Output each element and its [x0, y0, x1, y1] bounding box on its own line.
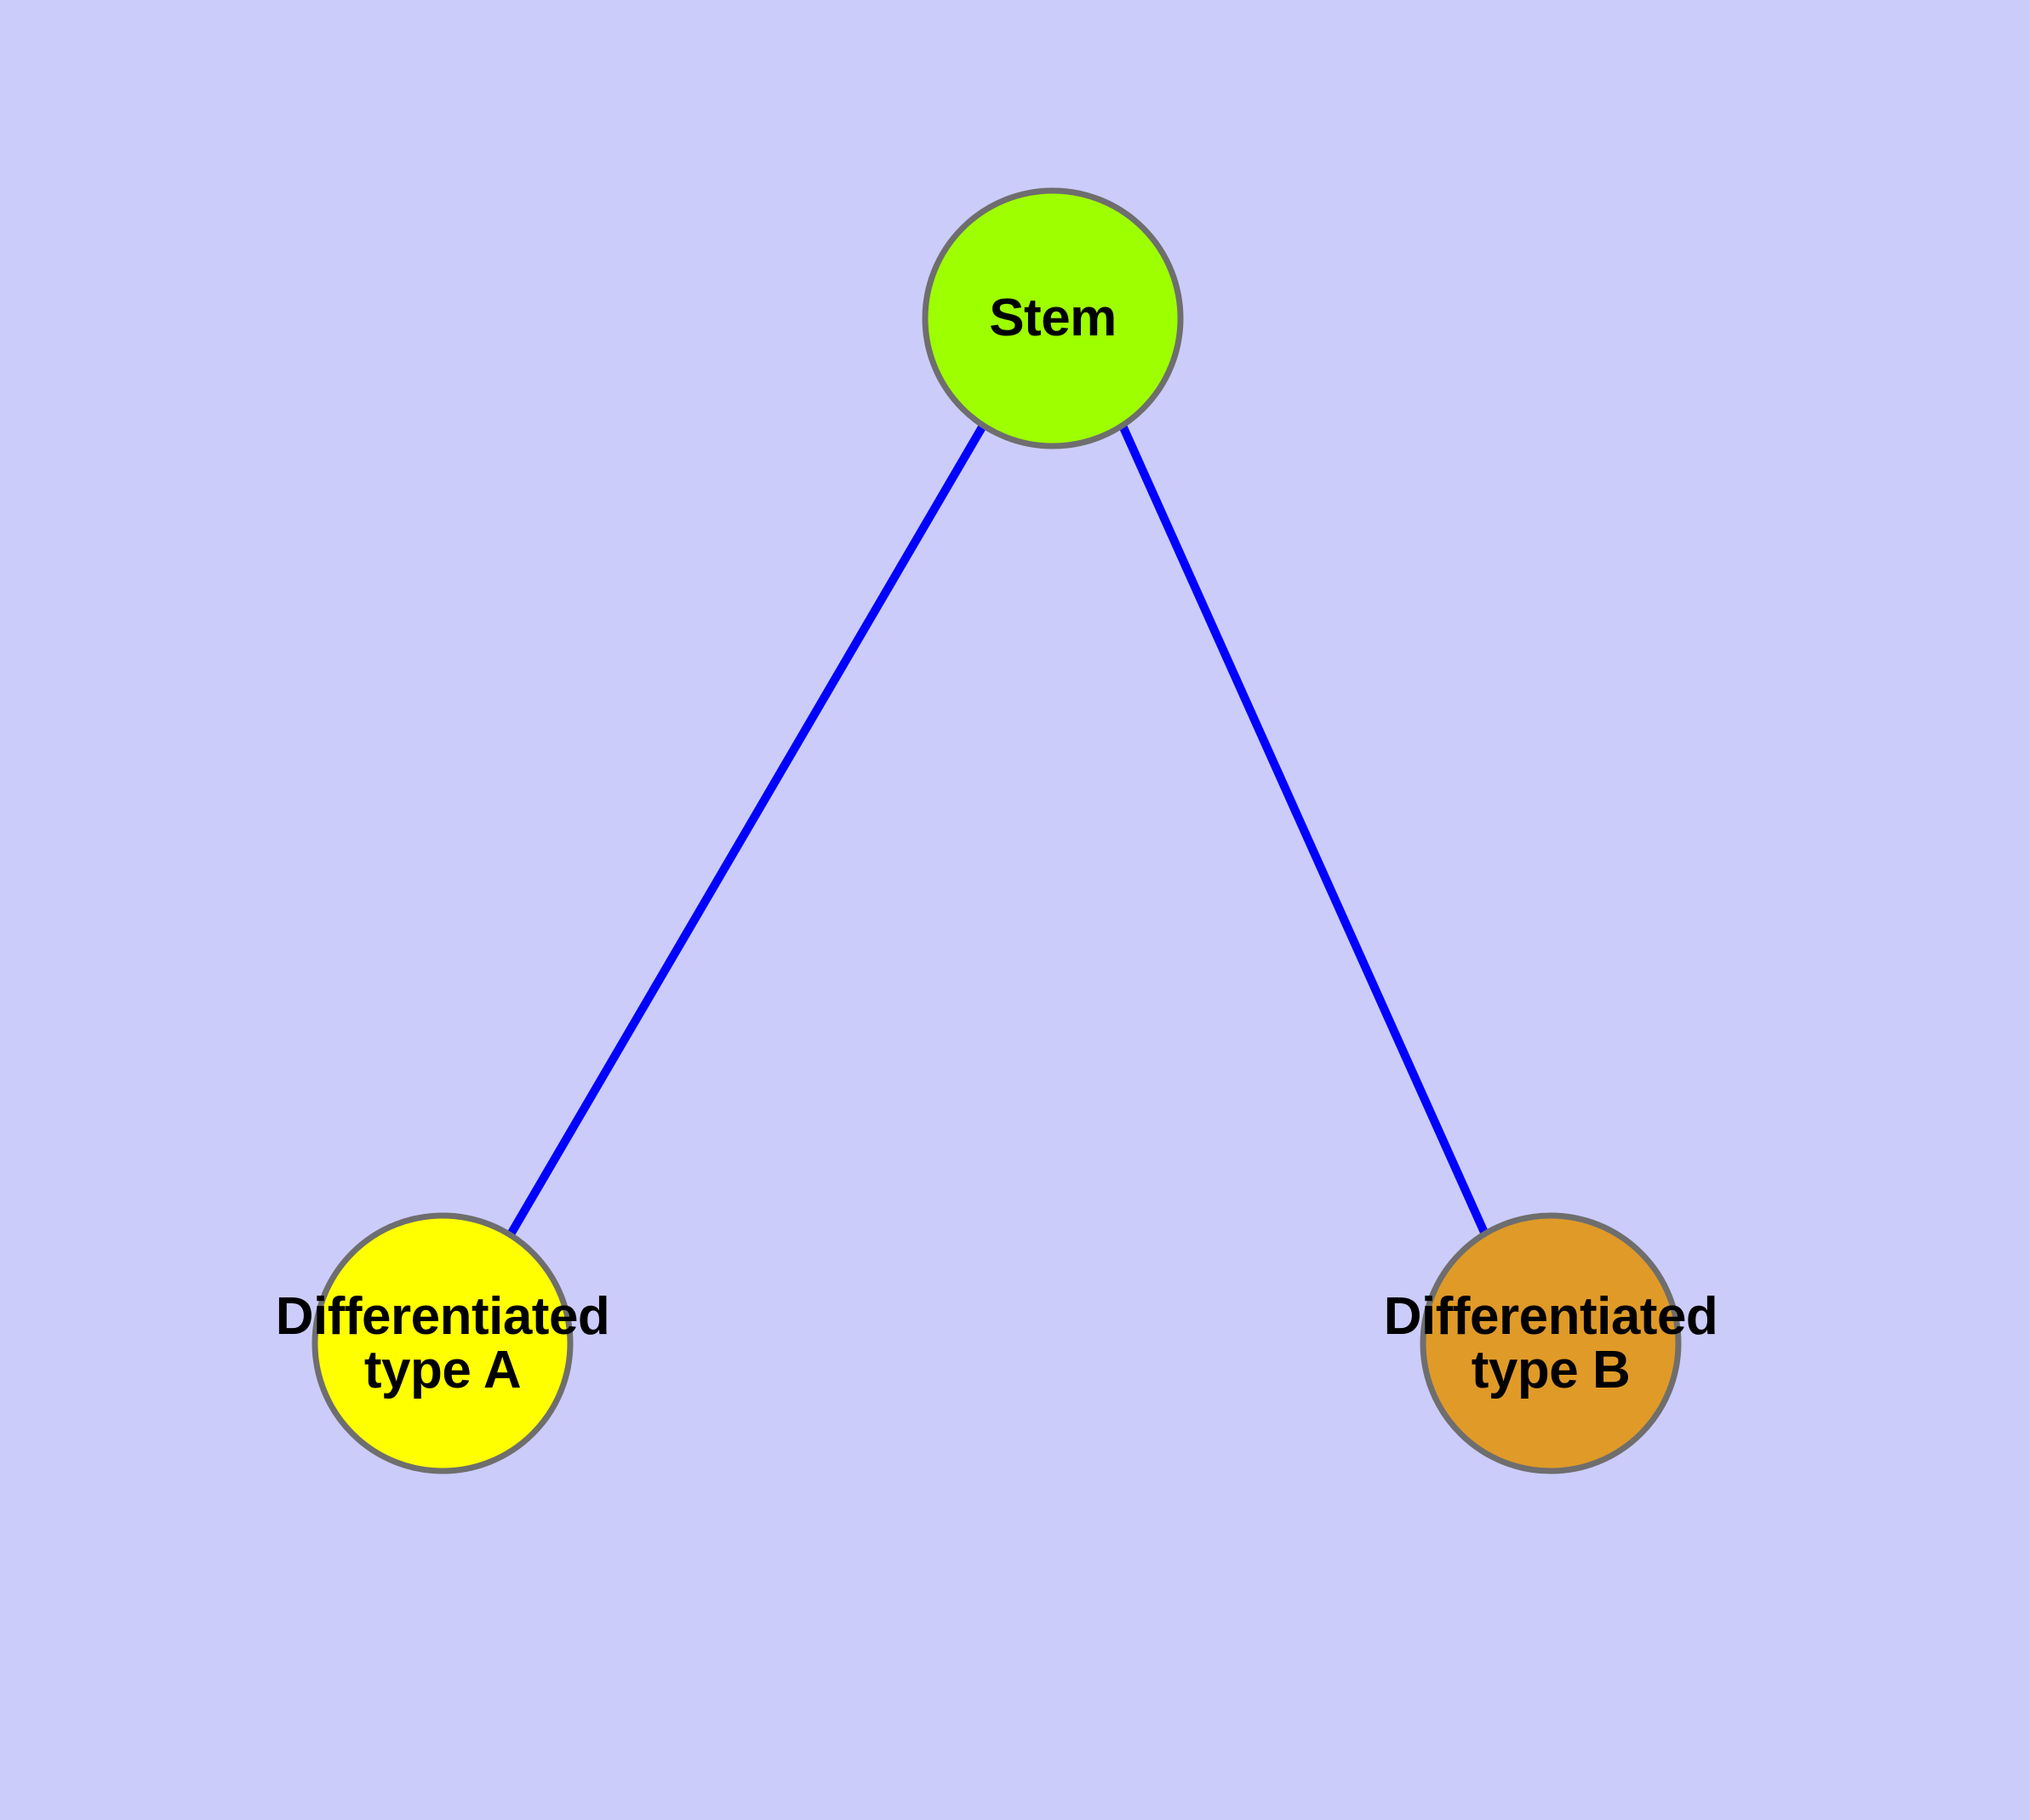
edge-layer: [506, 423, 1489, 1237]
node-differentiated-type-a[interactable]: [311, 1212, 574, 1474]
node-layer: [311, 187, 1682, 1474]
edge-stem-to-differentiated-b: [1118, 423, 1489, 1237]
node-differentiated-type-b[interactable]: [1420, 1212, 1682, 1474]
node-stem[interactable]: [922, 187, 1184, 449]
edge-stem-to-differentiated-a: [506, 423, 987, 1237]
